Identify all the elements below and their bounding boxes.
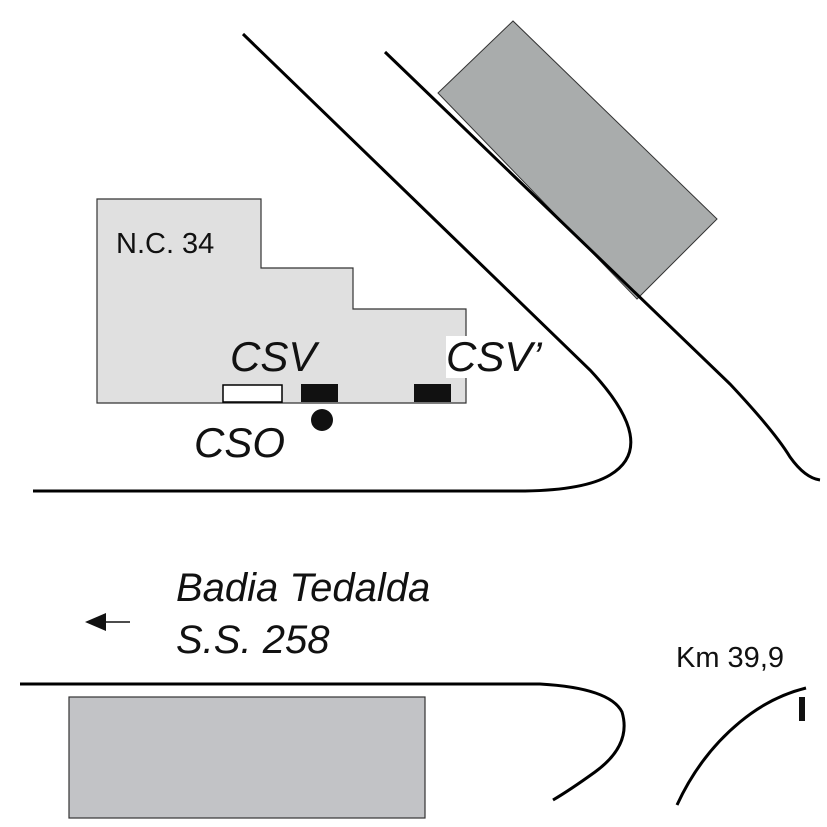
road-edge-upper-curve (33, 32, 633, 493)
csv-label: CSV (230, 333, 317, 380)
cso-white-marker (222, 384, 283, 403)
road-edge-lower-curve (20, 682, 626, 802)
km-tick-marker (799, 697, 805, 721)
building-nc34 (96, 198, 467, 404)
filled-circle-icon (311, 409, 333, 431)
road-edge-northeast (383, 50, 821, 482)
building-label: N.C. 34 (116, 228, 215, 260)
csv-black-marker (301, 384, 338, 402)
building-south (68, 696, 426, 819)
km-label: Km 39,9 (676, 642, 784, 674)
csv-prime-label: CSV’ (446, 336, 546, 378)
cso-label: CSO (194, 419, 286, 466)
left-arrow-icon (85, 613, 130, 631)
place-label: Badia Tedalda (176, 566, 431, 610)
road-edge-southeast (675, 686, 807, 806)
csv-prime-black-marker (414, 384, 451, 402)
building-northeast (437, 20, 718, 300)
road-label: S.S. 258 (176, 618, 330, 662)
